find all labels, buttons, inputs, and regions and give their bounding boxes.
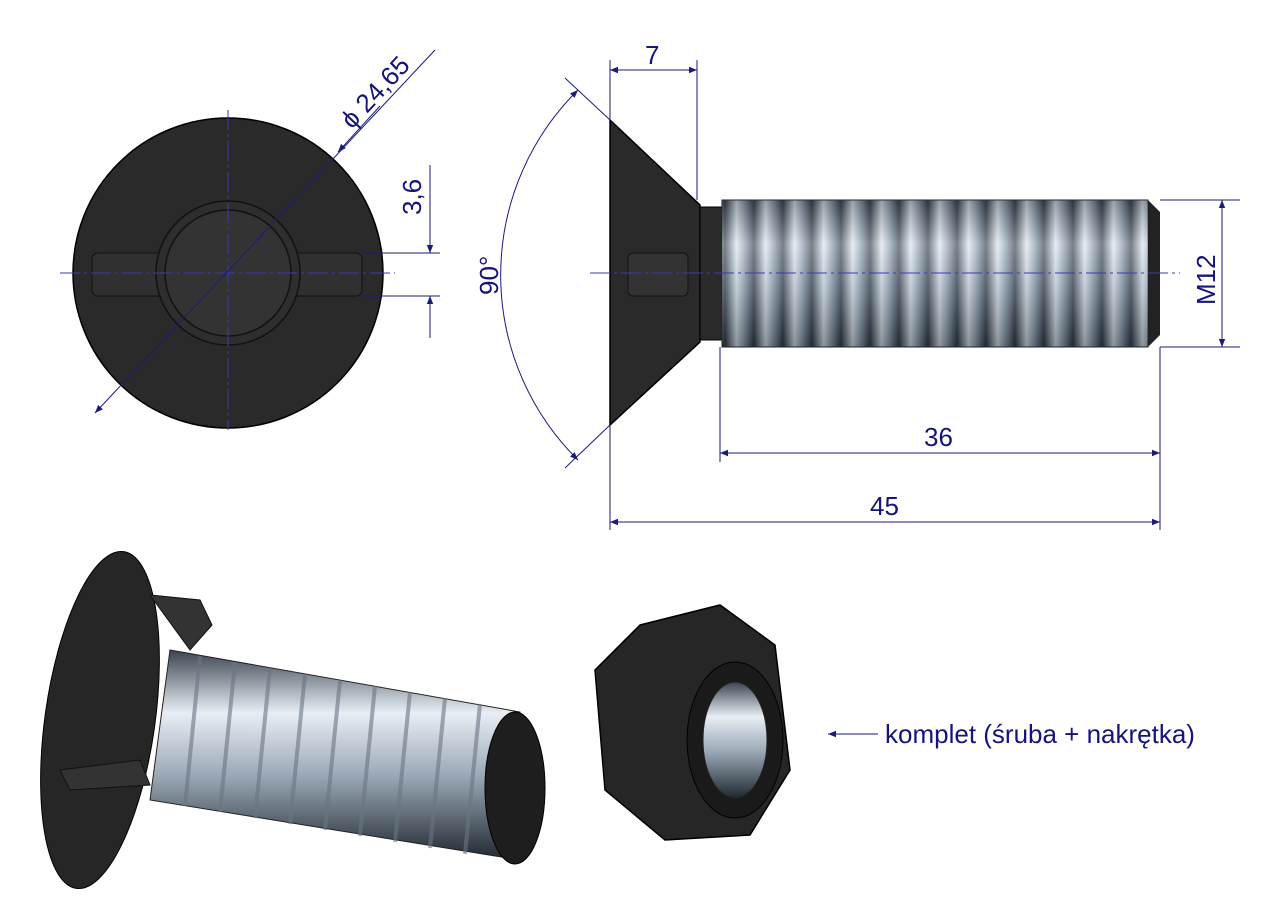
wing: [627, 252, 689, 297]
side-view: 7 90° M12 36 45: [474, 40, 1240, 530]
caption-text: komplet (śruba + nakrętka): [885, 719, 1195, 749]
diameter-line: [94, 49, 436, 414]
nut-thread: [702, 681, 768, 799]
ext-line: [564, 77, 611, 121]
angle-label: 90°: [474, 256, 504, 295]
thread-label: M12: [1191, 254, 1221, 305]
diameter-label: ϕ 24,65: [334, 50, 415, 134]
nut-3d: [594, 604, 791, 841]
bolt-thread: [149, 649, 521, 861]
bolt-head: [40, 550, 160, 890]
ext-line: [564, 424, 611, 469]
total-length-label: 45: [870, 491, 899, 521]
wing-bottom: [59, 759, 151, 791]
slot-width-label: 3,6: [397, 179, 427, 215]
head-height-label: 7: [645, 40, 659, 70]
diameter-arrow: [337, 105, 381, 153]
bolt-3d: [40, 550, 546, 890]
caption: komplet (śruba + nakrętka): [828, 719, 1195, 749]
front-view: ϕ 24,65 3,6: [60, 49, 440, 430]
bolt-end: [484, 711, 546, 865]
thread-ribs: [183, 655, 482, 855]
thread-length-label: 36: [924, 422, 953, 452]
angle-arc: [500, 89, 579, 461]
wing-top: [148, 594, 213, 651]
